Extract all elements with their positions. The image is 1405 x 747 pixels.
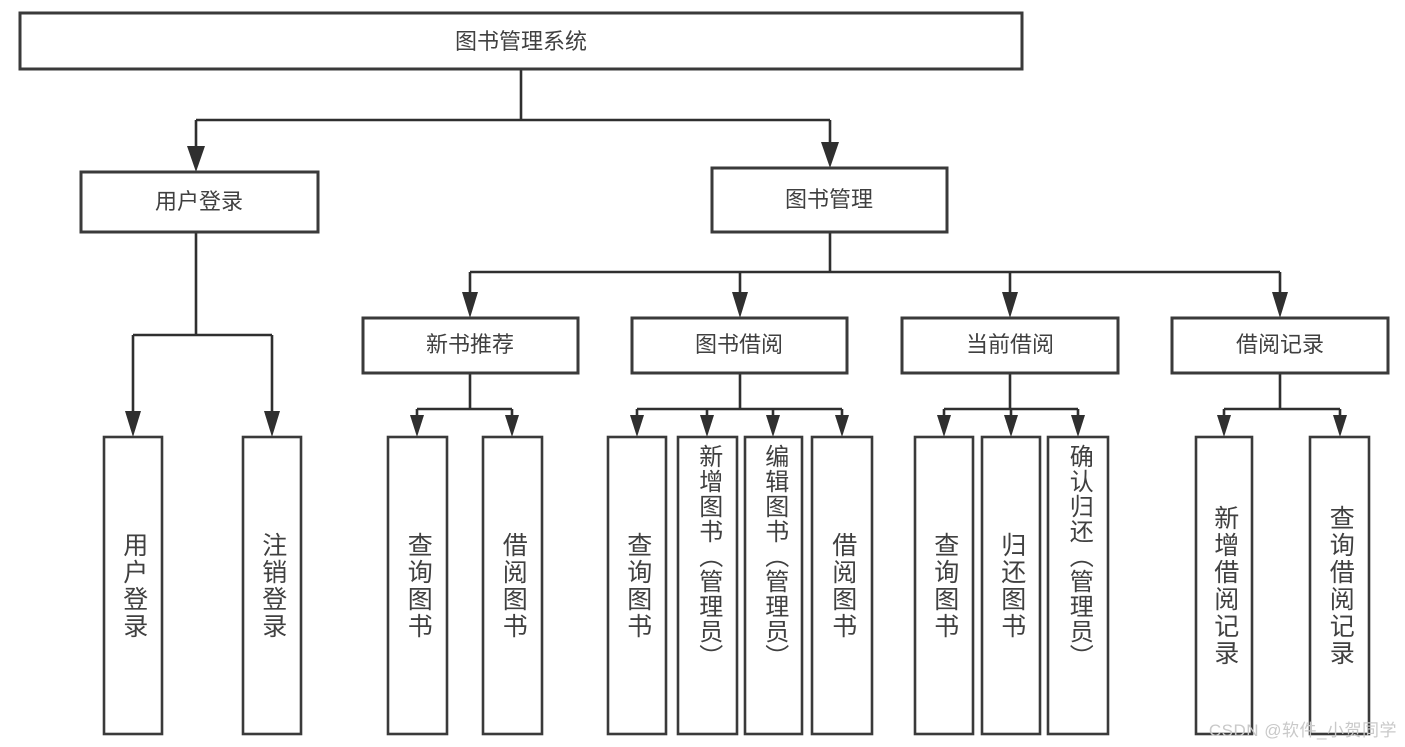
node-current-borrow-label: 当前借阅 [966, 332, 1054, 357]
arrow-head-bb-edit-book [766, 415, 780, 437]
leaf-cb-return-book-box[interactable] [980, 435, 1042, 736]
connector-group-new-book-recommend [410, 373, 519, 437]
leaf-nbr-borrow-book-box[interactable] [481, 435, 544, 736]
node-root-box[interactable] [18, 11, 1024, 71]
node-root-label: 图书管理系统 [455, 29, 587, 54]
node-book-borrow[interactable]: 图书借阅 [630, 316, 849, 375]
arrow-head-new-book-recommend [462, 292, 478, 318]
arrow-head-book-borrow [732, 292, 748, 318]
connector-group-borrow-record [1217, 373, 1347, 437]
arrow-head-cb-query-book [937, 415, 951, 437]
arrow-head-br-add-record [1217, 415, 1231, 437]
node-new-book-recommend-label: 新书推荐 [426, 332, 514, 357]
leaf-br-add-record-box[interactable] [1194, 435, 1254, 736]
connector-group-book-manage [462, 232, 1288, 318]
arrow-head-borrow-record [1272, 292, 1288, 318]
node-borrow-record-box[interactable] [1170, 316, 1390, 375]
leaf-bb-edit-book-box[interactable] [743, 435, 804, 736]
arrow-head-leaf-logout [264, 411, 280, 437]
node-user-login-box[interactable] [79, 170, 320, 234]
connector-group-book-borrow [630, 373, 849, 437]
arrow-head-nbr-borrow-book [505, 415, 519, 437]
leaf-nbr-query-book-box[interactable] [386, 435, 449, 736]
arrow-head-book-manage [821, 142, 839, 168]
node-new-book-recommend[interactable]: 新书推荐 [361, 316, 580, 375]
arrow-head-current-borrow [1002, 292, 1018, 318]
arrow-head-br-query-record [1333, 415, 1347, 437]
node-book-borrow-label: 图书借阅 [695, 332, 783, 357]
connector-group-user-login [125, 232, 280, 437]
node-borrow-record-label: 借阅记录 [1236, 332, 1324, 357]
leaf-bb-add-book-box[interactable] [676, 435, 739, 736]
arrow-head-bb-borrow-book [835, 415, 849, 437]
node-borrow-record[interactable]: 借阅记录 [1170, 316, 1390, 375]
node-root[interactable]: 图书管理系统 [18, 11, 1024, 71]
arrow-head-nbr-query-book [410, 415, 424, 437]
leaf-boxes-group [102, 435, 1371, 736]
node-current-borrow-box[interactable] [900, 316, 1120, 375]
arrow-head-leaf-user-login [125, 411, 141, 437]
node-user-login[interactable]: 用户登录 [79, 170, 320, 234]
connector-group-root [187, 69, 839, 172]
node-book-manage[interactable]: 图书管理 [710, 166, 949, 234]
connector-group-current-borrow [937, 373, 1085, 437]
node-book-manage-box[interactable] [710, 166, 949, 234]
arrow-head-cb-confirm-return [1071, 415, 1085, 437]
leaf-bb-borrow-book-box[interactable] [810, 435, 874, 736]
leaf-user-login-box[interactable] [102, 435, 164, 736]
arrow-head-bb-add-book [700, 415, 714, 437]
leaf-cb-query-book-box[interactable] [913, 435, 975, 736]
node-book-borrow-box[interactable] [630, 316, 849, 375]
node-new-book-recommend-box[interactable] [361, 316, 580, 375]
arrow-head-bb-query-book [630, 415, 644, 437]
node-book-manage-label: 图书管理 [785, 187, 873, 212]
node-current-borrow[interactable]: 当前借阅 [900, 316, 1120, 375]
node-user-login-label: 用户登录 [155, 189, 243, 214]
leaf-bb-query-book-box[interactable] [606, 435, 668, 736]
leaf-cb-confirm-return-box[interactable] [1046, 435, 1110, 736]
leaf-logout-box[interactable] [241, 435, 303, 736]
arrow-head-cb-return-book [1004, 415, 1018, 437]
leaf-br-query-record-box[interactable] [1308, 435, 1371, 736]
arrow-head-user-login [187, 146, 205, 172]
